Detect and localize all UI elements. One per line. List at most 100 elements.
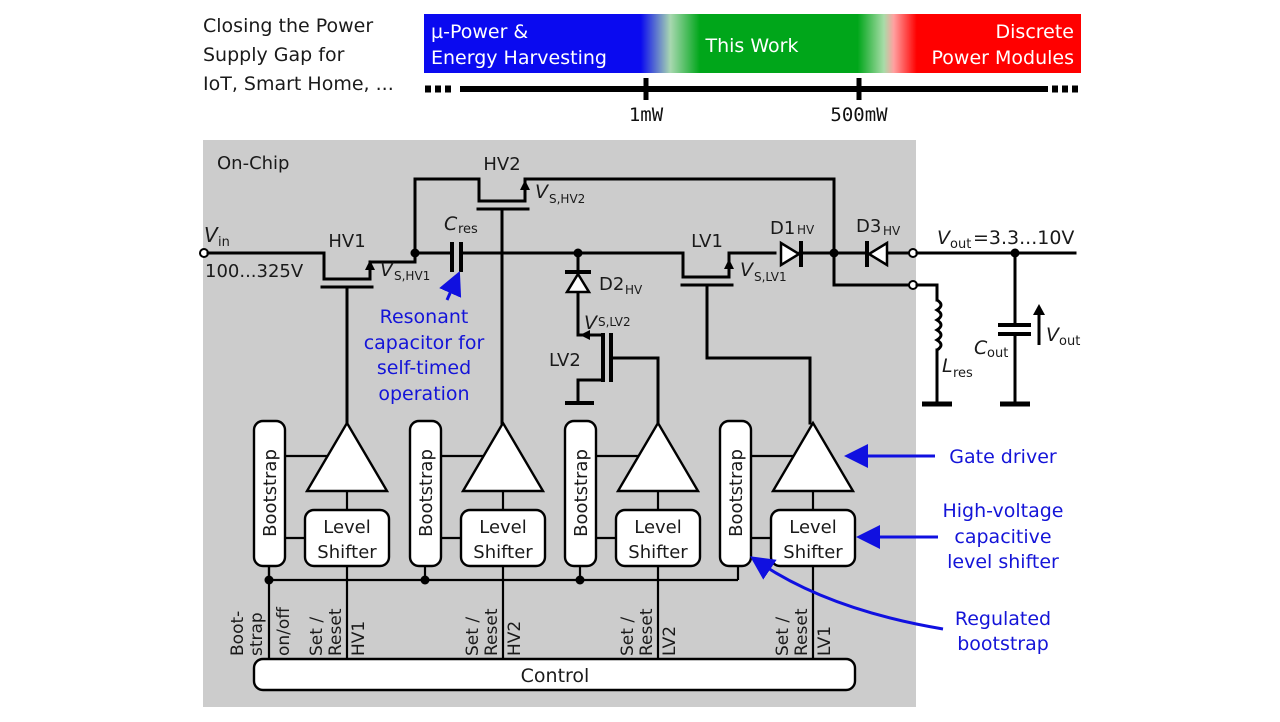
lv1-source-arrow [724, 259, 734, 269]
bootstrap-label: Bootstrap [726, 449, 747, 537]
lres-label: L [942, 355, 953, 377]
lv2-vs-sub: S,LV2 [598, 315, 631, 329]
bootstrap-annotation: Regulated bootstrap [955, 608, 1051, 655]
hv1-label: HV1 [328, 231, 365, 252]
band-upower-line-1: µ-Power & [431, 21, 528, 43]
svg-text:capacitive: capacitive [954, 526, 1051, 548]
svg-text:Regulated: Regulated [955, 608, 1051, 630]
level-shifter-label-1: Level [789, 517, 837, 538]
channel-label-hv1: HV1 [349, 621, 369, 656]
on-chip-region [203, 140, 916, 707]
svg-text:High-voltage: High-voltage [942, 500, 1063, 522]
power-scale-axis [425, 78, 1081, 100]
level-shifter-label-1: Level [323, 517, 371, 538]
control-bus [264, 566, 740, 660]
svg-text:operation: operation [378, 383, 469, 405]
hv1-source-arrow [365, 260, 375, 270]
control-block [252, 657, 857, 692]
diode-d2 [564, 270, 592, 294]
title-line-2: Supply Gap for [203, 44, 345, 66]
vout-junction [1010, 248, 1020, 258]
svg-text:Resonant: Resonant [380, 306, 469, 328]
gate-driver-annotation: Gate driver [949, 446, 1057, 468]
header-title: Closing the Power Supply Gap for IoT, Sm… [203, 15, 394, 95]
cout-sub: out [987, 346, 1008, 361]
power-range-band [424, 14, 1081, 73]
d3-sub: HV [883, 224, 901, 238]
resonant-arrow [439, 271, 462, 301]
svg-text:self-timed: self-timed [377, 357, 471, 379]
tick-label-500mw: 500mW [830, 104, 888, 126]
band-discrete-line-1: Discrete [996, 21, 1074, 43]
diode-d1 [779, 240, 803, 268]
lv1-vs-label: V [740, 259, 755, 281]
circuit-wires [206, 177, 912, 425]
lv2-source-arrow [580, 330, 590, 340]
svg-text:bootstrap: bootstrap [957, 633, 1049, 655]
bootstrap-signal-line-1: Boot- [228, 611, 248, 656]
cres-label: C [444, 213, 458, 235]
bootstrap-label: Bootstrap [571, 449, 592, 537]
junction-dots [410, 248, 839, 258]
tick-label-1mw: 1mW [629, 104, 664, 126]
hv2-source-arrow [520, 180, 530, 190]
d2-sub: HV [625, 283, 643, 297]
level-shifter-label-1: Level [634, 517, 682, 538]
set-label: Set / [618, 617, 638, 656]
svg-text:capacitor for: capacitor for [364, 332, 485, 354]
diode-d3 [865, 240, 889, 268]
level-shifter-label-2: Shifter [317, 542, 377, 563]
lv2-vs-label: V [584, 312, 599, 334]
svg-text:level shifter: level shifter [947, 551, 1059, 573]
vout-arrow-sub: out [1059, 334, 1080, 349]
vout-range: =3.3...10V [973, 227, 1074, 249]
hv2-vs-label: V [535, 181, 550, 203]
bootstrap-signal-line-2: strap [247, 612, 267, 656]
lv2-label: LV2 [549, 350, 581, 371]
level-shifter-label-2: Shifter [628, 542, 688, 563]
set-label: Set / [307, 617, 327, 656]
reset-label: Reset [637, 608, 657, 656]
vin-sub: in [218, 235, 230, 250]
d3-label: D3 [856, 216, 881, 237]
channel-label-lv1: LV1 [815, 626, 835, 656]
band-this-work: This Work [705, 35, 799, 57]
vin-label: V [204, 223, 219, 247]
band-upower-line-2: Energy Harvesting [431, 47, 607, 69]
reset-label: Reset [792, 608, 812, 656]
hv2-vs-sub: S,HV2 [549, 192, 585, 206]
hv1-vs-label: V [380, 259, 395, 281]
hv1-vs-sub: S,HV1 [394, 269, 430, 283]
vin-range: 100...325V [205, 261, 304, 282]
set-label: Set / [773, 617, 793, 656]
bootstrap-label: Bootstrap [416, 449, 437, 537]
vout-arrowhead [1033, 304, 1045, 315]
reset-label: Reset [482, 608, 502, 656]
resonant-annotation: Resonant capacitor for self-timed operat… [364, 306, 485, 405]
control-label: Control [521, 665, 590, 687]
band-discrete-line-2: Power Modules [932, 47, 1074, 69]
reset-label: Reset [326, 608, 346, 656]
title-line-1: Closing the Power [203, 15, 373, 37]
cout-label: C [974, 337, 988, 359]
onoff-signal: on/off [274, 606, 294, 656]
bootstrap-label: Bootstrap [260, 449, 281, 537]
d1-sub: HV [797, 223, 815, 237]
hv2-label: HV2 [483, 154, 520, 175]
cres-sub: res [458, 222, 478, 237]
output-wires [915, 251, 1077, 407]
lv1-vs-sub: S,LV1 [754, 270, 787, 284]
set-label: Set / [463, 617, 483, 656]
d1-label: D1 [770, 218, 795, 239]
level-shifter-label-1: Level [479, 517, 527, 538]
level-shifter-annotation: High-voltage capacitive level shifter [942, 500, 1063, 573]
channel-label-lv2: LV2 [660, 626, 680, 656]
on-chip-label: On-Chip [217, 153, 289, 174]
channel-label-hv2: HV2 [505, 621, 525, 656]
level-shifter-label-2: Shifter [783, 542, 843, 563]
